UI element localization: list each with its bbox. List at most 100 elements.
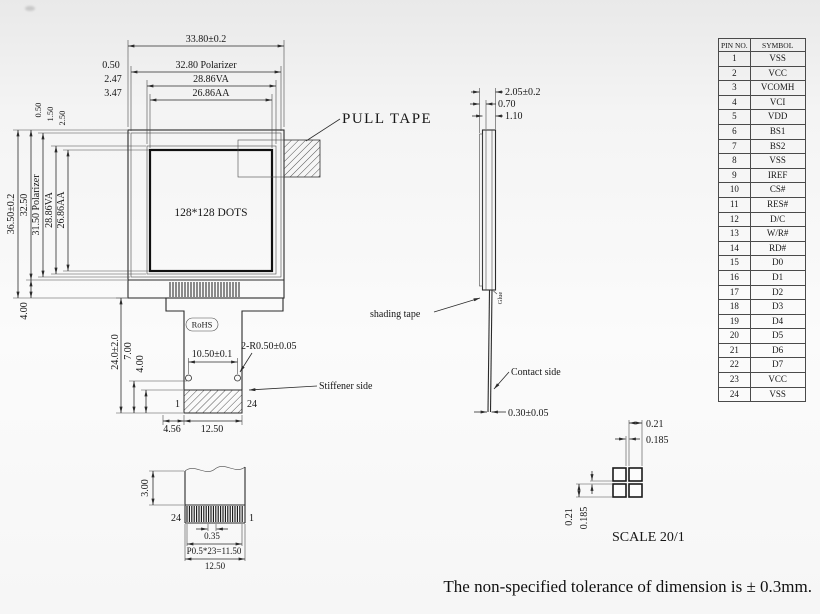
pin-row: 8 VSS — [718, 153, 806, 169]
dim-stiffener-zone: 7.00 — [123, 342, 134, 360]
pin-number-cell: 4 — [718, 94, 751, 111]
contact-comb — [186, 506, 243, 522]
pull-tape-hatched — [283, 139, 321, 178]
pin-symbol-cell: VCC — [749, 65, 806, 82]
dim-total-height: 36.50±0.2 — [6, 194, 17, 235]
pin-number-cell: 10 — [718, 182, 751, 198]
ledge-contact-comb — [169, 282, 240, 297]
pin-row: 6 BS1 — [718, 123, 806, 140]
side-view: 2.05±0.2 0.70 1.10 Glue shading tape Con… — [370, 87, 561, 419]
glass-profile — [481, 129, 497, 291]
pin-row: 24 VSS — [718, 386, 806, 403]
top-extension-lines — [127, 40, 285, 148]
polarizer-profile — [479, 133, 483, 287]
dim-thickness-a: 0.70 — [498, 99, 516, 110]
pin-row: 18 D3 — [718, 299, 806, 315]
pin-number-cell: 23 — [718, 372, 751, 388]
fpc-profile-line-1 — [487, 289, 491, 413]
pad-left-extension-lines — [576, 480, 612, 498]
dim-detail-fpc-width: 12.50 — [205, 561, 226, 571]
dim-va-width: 28.86VA — [193, 74, 229, 85]
dim-fpc-thickness: 0.30±0.05 — [508, 408, 549, 419]
glue-leader — [493, 290, 498, 295]
stiffener-hatched — [183, 389, 243, 414]
dim-edge-offset: 4.56 — [163, 424, 181, 435]
dim-aa-height: 26.86AA — [56, 191, 67, 229]
pin-symbol-cell: BS1 — [749, 123, 806, 140]
pin-symbol-cell: VCC — [749, 372, 806, 388]
pin-symbol-cell: VCI — [749, 94, 806, 111]
pad-top-extension-lines — [625, 420, 643, 466]
polarizer-outline — [130, 132, 282, 278]
pin-number-cell: 14 — [718, 240, 751, 257]
corner-radius-leader — [239, 352, 253, 373]
pin-row: 1 VSS — [718, 51, 806, 67]
pad-square-4 — [628, 483, 643, 498]
symbol-col-header: SYMBOL — [749, 38, 806, 52]
module-outline — [127, 129, 285, 299]
dim-pad-left-gap: 0.185 — [579, 507, 590, 530]
pin-symbol-cell: RD# — [749, 240, 806, 257]
pin-table: PIN NO. SYMBOL 1 VSS 2 VCC — [718, 38, 806, 403]
pin-number-cell: 2 — [718, 65, 751, 82]
dim-va-offset: 2.47 — [104, 74, 122, 85]
pin-symbol-cell: VSS — [749, 386, 806, 403]
pin-row: 12 D/C — [718, 211, 806, 228]
shading-tape-label: shading tape — [370, 309, 421, 320]
pin-row: 23 VCC — [718, 372, 806, 388]
scan-artifact — [25, 6, 35, 11]
dim-va-height: 28.86VA — [44, 191, 55, 227]
pad-square-3 — [612, 483, 627, 498]
dim-ledge-height: 4.00 — [19, 302, 30, 320]
dim-stiffener-height: 4.00 — [135, 355, 146, 373]
pin-row: 9 IREF — [718, 167, 806, 184]
pin-symbol-cell: D0 — [749, 255, 806, 271]
pin-number-cell: 13 — [718, 226, 751, 242]
front-view: 128*128 DOTS PULL TAPE RoHS 33.80±0.2 32… — [6, 34, 431, 435]
pin-symbol-cell: VSS — [749, 51, 806, 67]
dim-polarizer-height: 31.50 Polarizer — [31, 174, 42, 236]
pin-number-cell: 1 — [718, 51, 751, 67]
pin-symbol-cell: D1 — [749, 269, 806, 286]
dim-polarizer-top-offset: 0.50 — [33, 103, 43, 118]
side-top-extension-lines — [479, 88, 496, 133]
va-outline — [146, 145, 277, 275]
dim-aa-offset: 3.47 — [104, 88, 122, 99]
contact-span-extension-lines — [188, 358, 238, 374]
pad-square-2 — [628, 467, 643, 482]
pin-number-cell: 9 — [718, 167, 751, 184]
pin-symbol-cell: W/R# — [749, 226, 806, 242]
pin-number-cell: 15 — [718, 255, 751, 271]
pin-symbol-cell: RES# — [749, 196, 806, 213]
dim-contact-width: 0.35 — [204, 531, 220, 541]
pin-number-cell: 3 — [718, 80, 751, 96]
pin-row: 3 VCOMH — [718, 80, 806, 96]
pin-row: 22 D7 — [718, 357, 806, 374]
tail-extension-lines — [116, 297, 187, 414]
pin-number-cell: 5 — [718, 109, 751, 125]
pin-number-cell: 24 — [718, 386, 751, 403]
pin-number-cell: 17 — [718, 284, 751, 301]
pin-row: 19 D4 — [718, 313, 806, 330]
pad-detail: 0.21 0.185 0.21 0.185 SCALE 20/1 — [564, 419, 685, 545]
pitch-extension-lines — [184, 524, 246, 561]
pin-symbol-cell: VCOMH — [749, 80, 806, 96]
dim-pad-left-size: 0.21 — [564, 508, 575, 526]
pull-tape-overlay — [237, 139, 285, 178]
dim-total-thickness: 2.05±0.2 — [505, 87, 541, 98]
pin-symbol-cell: D3 — [749, 299, 806, 315]
fpc-profile-line-2 — [489, 289, 493, 413]
pin-row: 13 W/R# — [718, 226, 806, 242]
pin24-marker: 24 — [247, 399, 257, 410]
pin-symbol-cell: BS2 — [749, 138, 806, 155]
pin-number-cell: 6 — [718, 123, 751, 140]
pin-row: 14 RD# — [718, 240, 806, 257]
active-area-outline — [148, 148, 274, 273]
tolerance-note: The non-specified tolerance of dimension… — [443, 577, 812, 596]
dim-contact-span: 10.50±0.1 — [192, 349, 233, 360]
dim-polarizer-offset: 0.50 — [102, 60, 120, 71]
contact-pitch-detail: 24 1 3.00 0.35 P0.5*23=11.50 12.50 — [140, 466, 254, 571]
dim-thickness-b: 1.10 — [505, 111, 523, 122]
pin-number-cell: 22 — [718, 357, 751, 374]
